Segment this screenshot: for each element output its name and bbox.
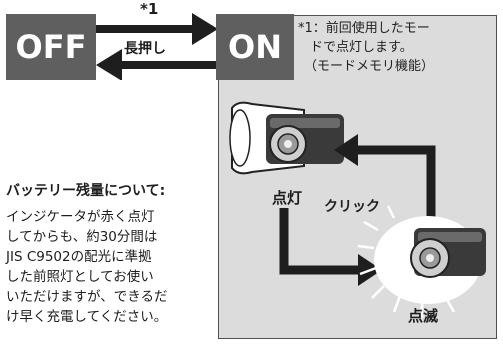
arrow-right-icon: [96, 13, 218, 45]
off-state-box: OFF: [6, 14, 96, 80]
mode-cycle-diagram: [229, 101, 486, 318]
off-label: OFF: [15, 28, 87, 66]
battery-text-line: してからも、約30分間は: [6, 229, 158, 245]
long-press-arrows: [96, 13, 218, 80]
battery-text-line: JIS C9502の配光に準拠: [6, 249, 152, 265]
click-label: クリック: [324, 199, 380, 215]
battery-section: バッテリー残量について: インジケータが赤く点灯 してからも、約30分間は JI…: [6, 180, 212, 327]
note-line: *1：前回使用したモー: [298, 21, 430, 36]
footnote-marker: *1: [140, 0, 159, 18]
on-label: ON: [228, 28, 282, 66]
battery-text-line: いただけますが、できるだ: [6, 289, 168, 305]
battery-text-line: インジケータが赤く点灯: [6, 209, 155, 225]
note-line: ドで点灯します。: [310, 40, 413, 55]
lit-mode-label: 点灯: [272, 189, 303, 207]
battery-text-line: け早く充電してください。: [6, 309, 168, 325]
long-press-label: 長押し: [124, 41, 166, 57]
headlight-blink-icon: [357, 205, 486, 318]
on-state-box: ON: [216, 14, 294, 80]
battery-heading: バッテリー残量について:: [6, 183, 166, 199]
note-line: （モードメモリ機能）: [304, 59, 435, 74]
battery-text-line: した前照灯としてお使い: [6, 269, 154, 285]
mode-memory-note: *1：前回使用したモー ドで点灯します。 （モードメモリ機能）: [298, 19, 498, 76]
cycle-arrow-up-icon: [334, 134, 436, 220]
arrow-left-icon: [96, 49, 218, 80]
blink-mode-label: 点滅: [408, 307, 439, 325]
battery-body: インジケータが赤く点灯 してからも、約30分間は JIS C9502の配光に準拠…: [6, 207, 212, 327]
headlight-lit-icon: [229, 101, 344, 175]
